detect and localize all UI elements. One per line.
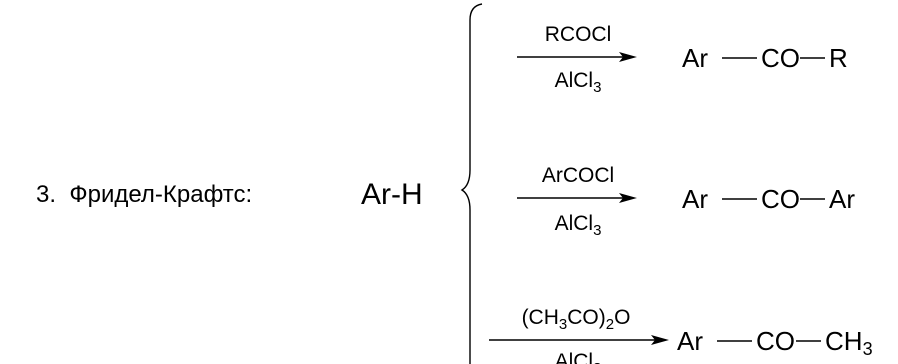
catalyst-2: AlCl3 xyxy=(555,212,602,239)
branch-3: (CH3CO)2O AlCl3 Ar CO CH3 xyxy=(489,306,873,364)
reagent-2: ArCOCl xyxy=(542,164,614,187)
product-3-ch3: CH3 xyxy=(825,326,873,359)
product-1-r: R xyxy=(829,43,848,73)
arrowhead-3 xyxy=(651,335,669,345)
reaction-label: 3. Фридел-Крафтс: xyxy=(36,181,252,208)
reagent-3: (CH3CO)2O xyxy=(522,306,631,333)
product-3-ar: Ar xyxy=(677,326,703,356)
arrowhead-1 xyxy=(619,52,637,62)
reactant: Ar-H xyxy=(361,178,423,211)
product-2-ar: Ar xyxy=(682,184,708,214)
catalyst-3: AlCl3 xyxy=(555,350,602,364)
product-2-ar2: Ar xyxy=(829,184,855,214)
catalyst-1: AlCl3 xyxy=(555,69,602,96)
product-2-co: CO xyxy=(761,184,800,214)
branch-2: ArCOCl AlCl3 Ar CO Ar xyxy=(517,164,855,239)
reagent-1: RCOCl xyxy=(545,23,612,46)
branch-1: RCOCl AlCl3 Ar CO R xyxy=(517,23,848,96)
branch-brace xyxy=(460,3,483,364)
product-1-co: CO xyxy=(761,43,800,73)
product-1-ar: Ar xyxy=(682,43,708,73)
arrowhead-2 xyxy=(619,193,637,203)
product-3-co: CO xyxy=(756,326,795,356)
